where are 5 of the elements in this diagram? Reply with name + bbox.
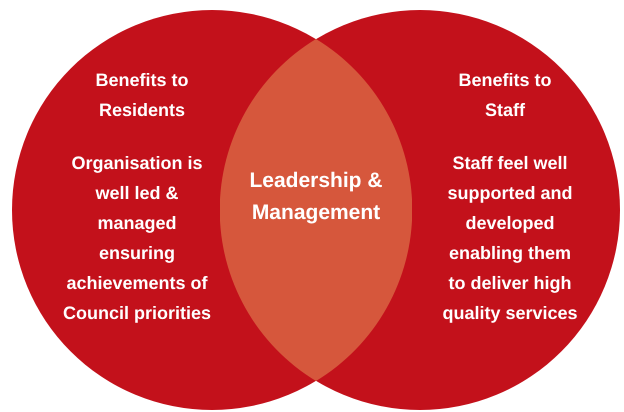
circle-heading: Benefits to Staff [457, 69, 552, 122]
circle-text: Staff feel well supported and developed enabling them to deliver high quality services [441, 152, 579, 325]
circle-heading: Benefits to Residents [94, 69, 190, 122]
overlap-label: Leadership & Management [248, 168, 384, 226]
circle-text: Organisation is well led & managed ensuring achievements of Council priorities [62, 152, 212, 325]
